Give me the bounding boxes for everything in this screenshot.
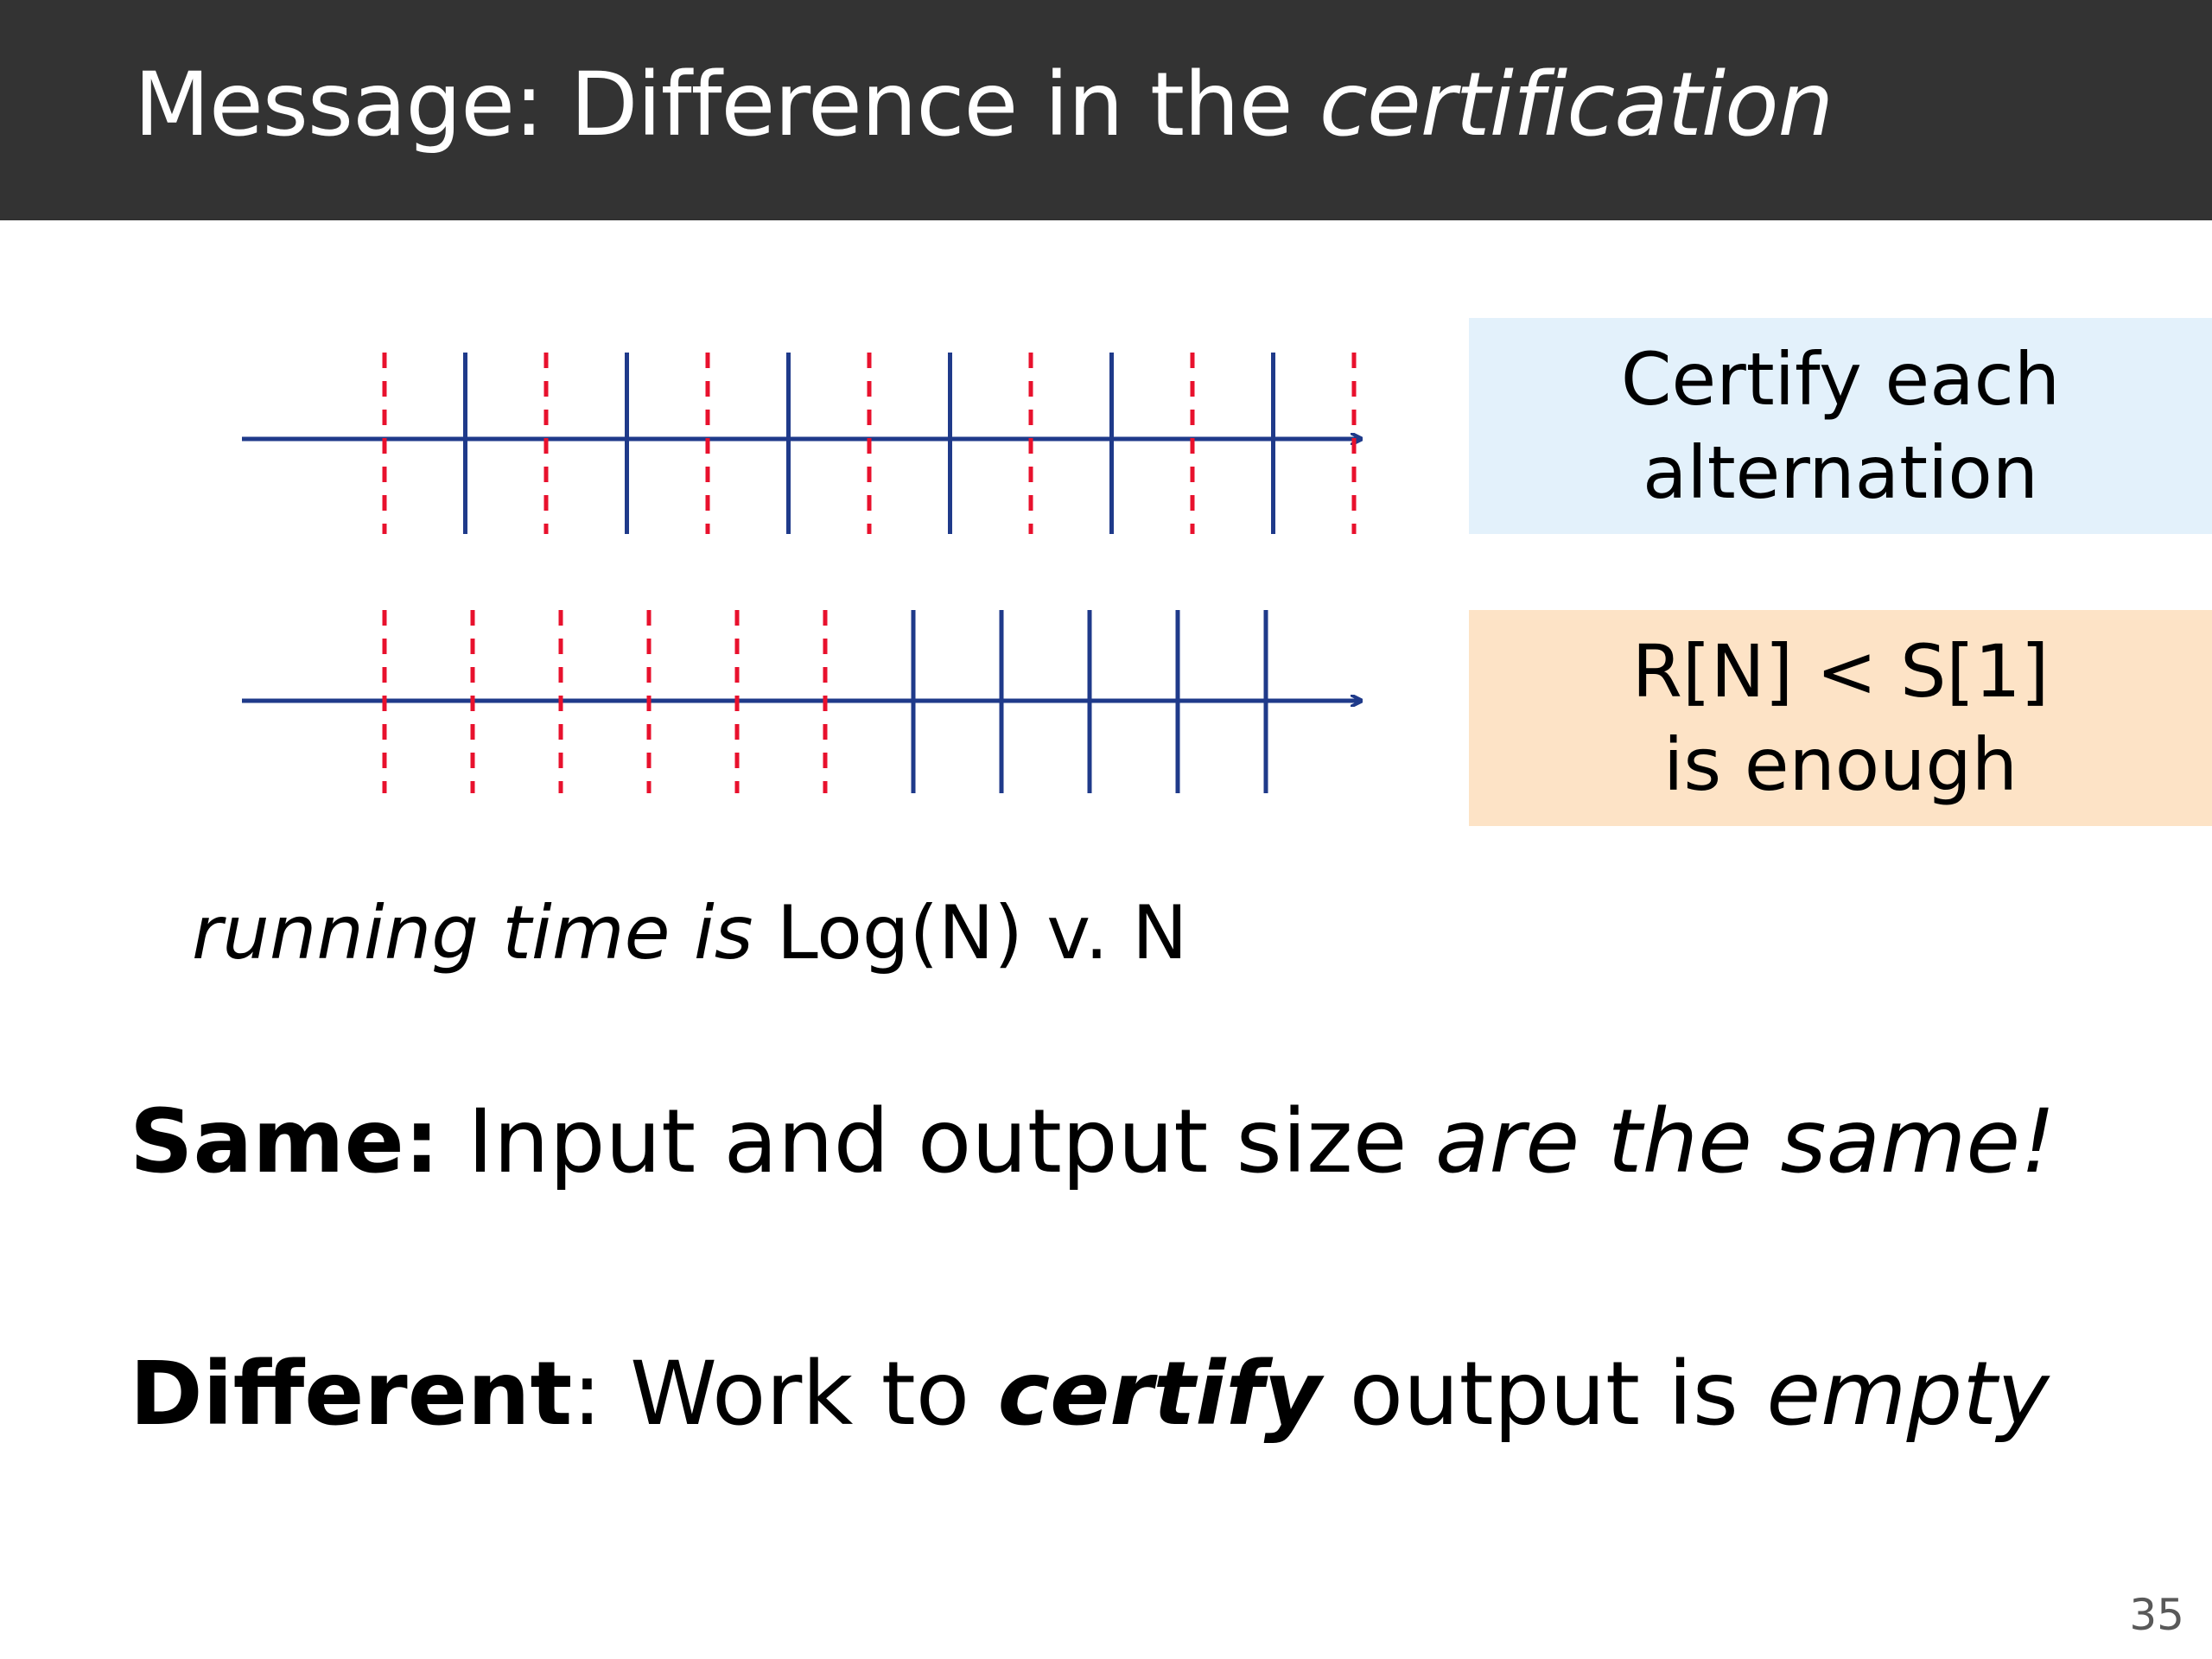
slide-title: Message: Difference in the certification <box>134 54 1834 156</box>
same-italic: are the same! <box>1434 1090 2056 1193</box>
different-statement: Different: Work to certify output is emp… <box>130 1343 2050 1446</box>
title-bar: Message: Difference in the certification <box>0 0 2212 220</box>
rn-less-s1-line1: R[N] < S[1] <box>1631 629 2050 714</box>
page-number: 35 <box>2129 1590 2184 1640</box>
certify-alternation-line1: Certify each <box>1620 337 2061 422</box>
timeline-row-separated <box>242 610 1361 793</box>
same-text: Input and output size <box>439 1090 1435 1193</box>
running-time-caption: running time is Log(N) v. N <box>192 890 1188 976</box>
timeline-row-alternating <box>242 353 1361 534</box>
different-label: Different <box>130 1343 573 1446</box>
different-colon: : Work to <box>572 1343 998 1446</box>
certify-alternation-line2: alternation <box>1642 430 2039 515</box>
rn-less-s1-line2: is enough <box>1663 722 2018 807</box>
running-time-plain: Log(N) v. N <box>753 890 1188 976</box>
same-statement: Same: Input and output size are the same… <box>130 1090 2056 1193</box>
title-prefix: Message: Difference in the <box>134 54 1319 156</box>
different-empty: empty <box>1766 1343 2050 1446</box>
running-time-italic: running time is <box>192 890 753 976</box>
title-italic: certification <box>1319 54 1834 156</box>
different-certify: certify <box>997 1343 1322 1446</box>
same-label: Same: <box>130 1090 440 1193</box>
certify-alternation-box: Certify each alternation <box>1469 318 2212 534</box>
different-text: output is <box>1321 1343 1767 1446</box>
rn-less-s1-box: R[N] < S[1] is enough <box>1469 610 2212 826</box>
